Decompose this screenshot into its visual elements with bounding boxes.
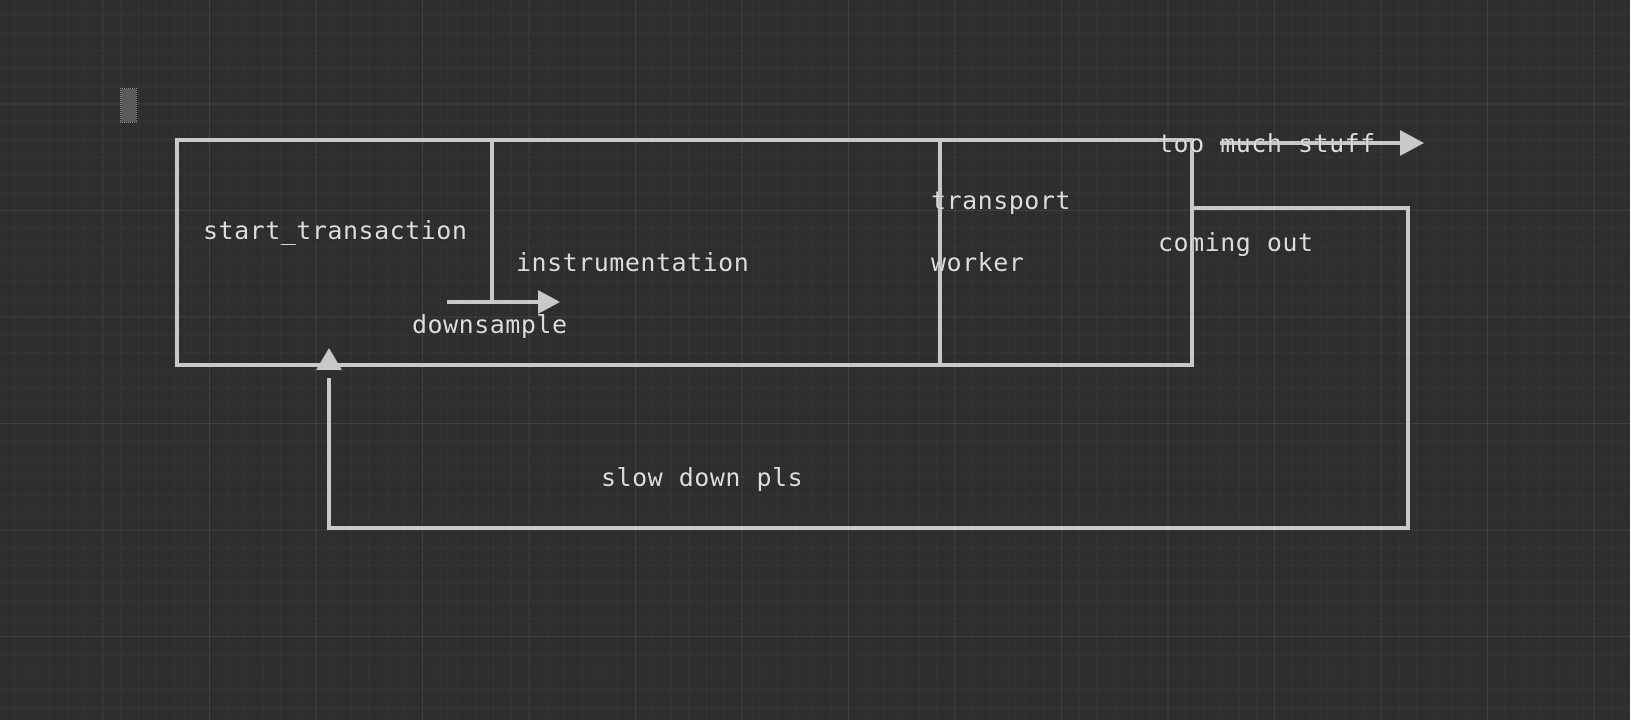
too-much-stuff-label: too much stuff coming out <box>1158 61 1376 325</box>
slow-down-feedback-arrow-head <box>316 348 342 370</box>
coming-out-line-2: coming out <box>1158 228 1314 257</box>
text-cursor-selection[interactable] <box>120 88 137 123</box>
slow-down-feedback-line <box>327 206 1410 530</box>
start-transaction-label: start_transaction <box>203 216 468 245</box>
too-much-stuff-line-1: too much stuff <box>1158 129 1376 158</box>
slow-down-pls-label: slow down pls <box>601 463 804 492</box>
transport-label: transport <box>931 186 1071 215</box>
worker-label: worker <box>931 248 1025 277</box>
downsample-label: downsample <box>412 310 568 339</box>
too-much-stuff-arrow-head <box>1400 130 1424 156</box>
transport-worker-box[interactable] <box>938 138 1194 367</box>
downsample-arrow-head <box>538 290 560 314</box>
instrumentation-label: instrumentation <box>516 248 750 277</box>
